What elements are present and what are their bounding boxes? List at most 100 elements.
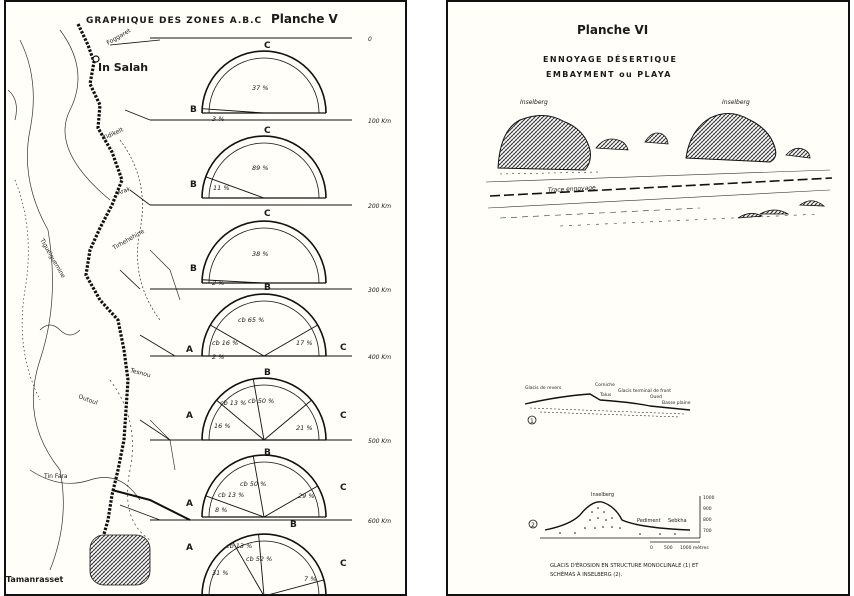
- wadi-line: [7, 89, 17, 121]
- profile-2: Inselberg Pediment Sebkha 1000 900 800 7…: [528, 492, 715, 551]
- town-label-in-salah: In Salah: [98, 61, 148, 74]
- wadi-line: [149, 419, 176, 471]
- zone-letter-label: B: [264, 283, 271, 293]
- small-hill: [785, 147, 811, 159]
- connector-line: [119, 269, 141, 290]
- trace-ennoyage-label: Trace ennoyage: [548, 184, 597, 194]
- distance-marker-label: 400 Km: [368, 354, 391, 361]
- distance-marker-label: 300 Km: [368, 287, 391, 294]
- zone-spoke: [202, 279, 265, 284]
- wadi-line: [59, 29, 111, 201]
- zone-spoke: [232, 542, 265, 596]
- zone-spoke: [263, 579, 325, 596]
- small-hill: [798, 200, 826, 207]
- zone-letter-label: B: [190, 105, 197, 115]
- figure-caption-line1: GLACIS D'ÉROSION EN STRUCTURE MONOCLINAL…: [550, 561, 699, 569]
- profile-2-hscale-label: 0: [650, 545, 653, 551]
- profile-1-strata: [529, 407, 686, 418]
- zone-spoke: [263, 324, 318, 357]
- zone-letter-label: A: [186, 543, 193, 553]
- zone-percent-label: 37 %: [252, 84, 269, 92]
- zone-percent-label: cb 50 %: [240, 480, 266, 488]
- road-branch: [111, 489, 191, 521]
- connector-line: [139, 334, 176, 357]
- zone-letter-label: C: [264, 126, 271, 136]
- profile-2-scale: 900: [703, 506, 712, 512]
- zone-semicircle: [201, 50, 327, 114]
- inselberg-label: Inselberg: [520, 99, 548, 106]
- small-hill: [737, 213, 764, 219]
- distance-marker-label: 0: [368, 36, 372, 43]
- zone-percent-label: 8 %: [215, 506, 227, 514]
- zone-letter-label: C: [340, 343, 347, 353]
- tamanrasset-massif: [89, 534, 151, 586]
- profile-2-scale: 700: [703, 528, 712, 534]
- town-label-tamanrasset: Tamanrasset: [6, 575, 64, 584]
- inselberg-shape: [497, 115, 591, 171]
- wadi-line: [14, 179, 41, 401]
- zone-percent-label: 2 %: [212, 353, 224, 361]
- place-label: Tirhehehine: [111, 228, 146, 252]
- zone-letter-label: B: [264, 448, 271, 458]
- zone-letter-label: A: [186, 411, 193, 421]
- small-hill: [644, 132, 669, 145]
- zone-letter-label: B: [190, 180, 197, 190]
- zone-percent-label: 7 %: [304, 575, 316, 583]
- profile-2-label: Inselberg: [591, 492, 614, 498]
- zone-percent-label: cb 52 %: [246, 555, 272, 563]
- landscape-sketch: Inselberg Inselberg Trace ennoyage: [485, 99, 833, 227]
- zone-percent-label: 89 %: [252, 164, 269, 172]
- zone-spoke: [252, 455, 265, 518]
- place-label: Tidikelt: [101, 126, 125, 142]
- profile-1-label: Corniche: [595, 382, 615, 388]
- wadi-line: [119, 139, 161, 321]
- distance-marker-label: 200 Km: [368, 203, 391, 210]
- wadi-line: [149, 249, 181, 301]
- zone-inner-arc: [208, 142, 320, 199]
- small-hill: [759, 209, 790, 215]
- zone-semicircle: [201, 293, 327, 357]
- place-label: Tin Fara: [43, 473, 68, 480]
- profile-1-line: [524, 393, 691, 411]
- profile-2-label: Sebkha: [668, 518, 687, 524]
- place-label: Outoul: [77, 393, 99, 407]
- profile-1-label: Oued: [650, 394, 662, 400]
- profile-1-label: Basse plaine: [662, 400, 691, 406]
- left-title: GRAPHIQUE DES ZONES A.B.C: [86, 16, 262, 26]
- profile-2-scale: 1000: [703, 495, 715, 501]
- profile-2-number: 2: [531, 522, 535, 529]
- zone-spoke: [216, 399, 265, 441]
- zone-percent-label: cb 65 %: [238, 316, 264, 324]
- zone-percent-label: 11 %: [213, 184, 230, 192]
- zone-letter-label: C: [264, 209, 271, 219]
- connector-line: [119, 504, 161, 521]
- zone-percent-label: 17 %: [296, 339, 313, 347]
- profile-1-label: Glacis terminal de front: [618, 388, 671, 394]
- map-towns: In Salah Tamanrasset: [6, 55, 151, 586]
- zone-semicircle: [201, 533, 327, 596]
- zone-percent-label: 2 %: [212, 279, 224, 287]
- wadi-line: [109, 379, 151, 541]
- zone-letter-label: B: [290, 520, 297, 530]
- small-hill: [595, 138, 629, 151]
- profile-2-surface: [544, 501, 691, 531]
- ground-lines: [485, 169, 833, 227]
- zone-letter-label: C: [340, 483, 347, 493]
- zone-percent-label: 29 %: [298, 492, 315, 500]
- zone-letter-label: B: [264, 368, 271, 378]
- inselberg-label: Inselberg: [722, 99, 750, 106]
- zone-chart: C B 89 % 11 %: [190, 126, 327, 199]
- zone-semicircle: [201, 135, 327, 199]
- profile-2-stipple: [559, 507, 676, 535]
- town-marker: [92, 55, 100, 63]
- zone-percent-label: 3 %: [212, 115, 224, 123]
- zone-letter-label: B: [190, 264, 197, 274]
- connector-line: [129, 189, 151, 206]
- zone-inner-arc: [208, 300, 320, 357]
- zone-inner-arc: [208, 57, 320, 114]
- zone-semicircle: [201, 377, 327, 441]
- zone-percent-label: 16 %: [214, 422, 231, 430]
